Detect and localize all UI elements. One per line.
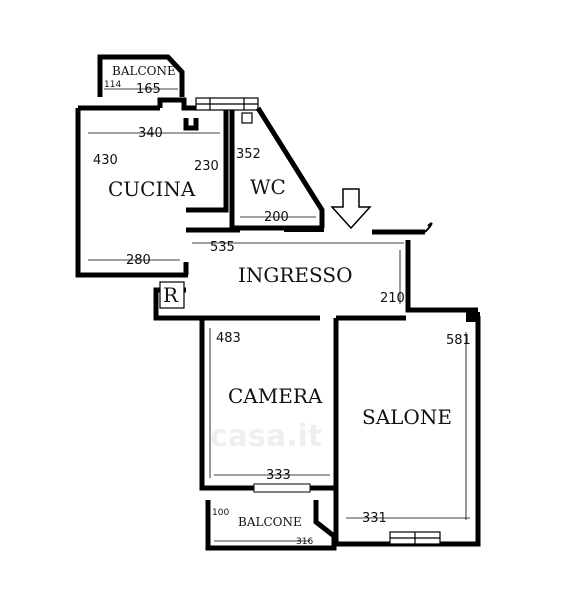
dim-salone-width: 331 [362, 511, 387, 526]
camera-walls [199, 318, 339, 545]
cucina-walls [75, 97, 229, 278]
dim-cucina-right: 230 [194, 159, 219, 174]
balcone-bottom-area [205, 500, 337, 551]
dim-balcone-bottom-width: 316 [296, 537, 313, 547]
label-balcone-bottom: BALCONE [238, 515, 302, 529]
dim-cucina-left: 430 [93, 153, 118, 168]
dim-ingresso-width: 535 [210, 240, 235, 255]
ingresso-walls [153, 222, 478, 321]
entrance-arrow-icon [330, 188, 372, 230]
dim-balcone-top-width: 165 [136, 82, 161, 97]
dim-camera-width: 333 [266, 468, 291, 483]
dim-camera-height: 483 [216, 331, 241, 346]
label-camera: CAMERA [228, 384, 323, 408]
window-top [195, 97, 259, 111]
dim-cucina-width: 340 [138, 126, 163, 141]
balcone-top-area [97, 54, 185, 97]
label-r: R [163, 283, 179, 307]
dim-balcone-top-side: 114 [104, 80, 121, 90]
label-salone: SALONE [362, 405, 452, 429]
dim-wc-width: 200 [264, 210, 289, 225]
label-wc: WC [250, 175, 286, 199]
watermark: casa.it [210, 419, 322, 454]
dim-ingresso-height: 210 [380, 291, 405, 306]
salone-walls [336, 312, 481, 547]
dim-cucina-bottom: 280 [126, 253, 151, 268]
label-cucina: CUCINA [108, 177, 196, 201]
label-ingresso: INGRESSO [238, 263, 352, 287]
dim-salone-height: 581 [446, 333, 471, 348]
dim-wc-height: 352 [236, 147, 261, 162]
label-balcone-top: BALCONE [112, 64, 176, 78]
dim-balcone-bottom-side: 100 [212, 508, 229, 518]
